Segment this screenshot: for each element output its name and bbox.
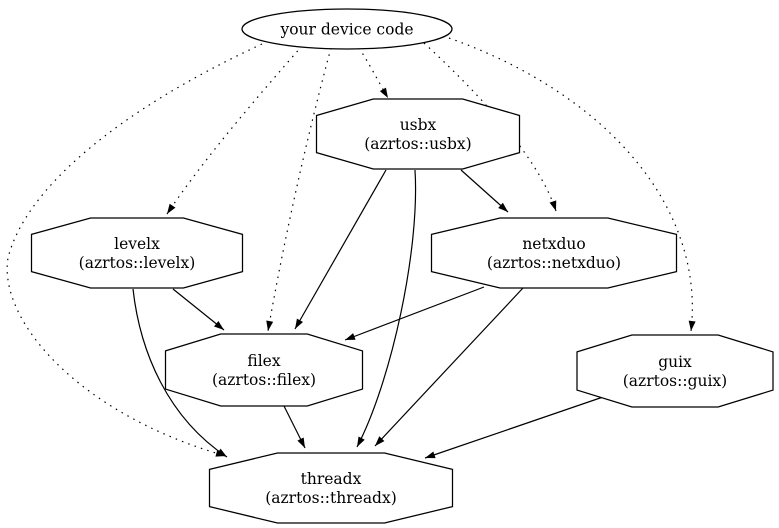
edge-usbx-to-threadx — [356, 169, 417, 448]
edge-your-device-code-to-guix — [448, 37, 696, 332]
node-filex-label-line2: (azrtos::filex) — [212, 371, 316, 389]
edge-netxduo-to-filex — [344, 286, 485, 341]
node-threadx-label-line2: (azrtos::threadx) — [265, 489, 397, 507]
node-guix-label-line1: guix — [658, 353, 692, 371]
node-guix: guix(azrtos::guix) — [576, 334, 774, 408]
edge-levelx-to-threadx — [132, 288, 228, 458]
node-levelx-label-line2: (azrtos::levelx) — [79, 254, 196, 272]
edge-usbx-to-filex — [294, 169, 387, 330]
node-levelx-octagon — [30, 217, 244, 289]
node-netxduo-label-line2: (azrtos::netxduo) — [487, 254, 621, 272]
node-levelx: levelx(azrtos::levelx) — [30, 217, 244, 289]
node-filex: filex(azrtos::filex) — [164, 333, 364, 407]
node-netxduo-octagon — [430, 217, 678, 289]
edge-your-device-code-to-usbx — [358, 47, 389, 99]
node-your-device-code: your device code — [241, 8, 453, 50]
node-threadx-octagon — [208, 452, 454, 524]
node-filex-label-line1: filex — [247, 352, 280, 370]
edge-your-device-code-to-filex — [266, 47, 332, 332]
node-your-device-code-ellipse — [241, 8, 453, 50]
node-netxduo: netxduo(azrtos::netxduo) — [430, 217, 678, 289]
node-levelx-label-line1: levelx — [114, 235, 160, 253]
edge-usbx-to-netxduo — [460, 169, 509, 213]
node-threadx: threadx(azrtos::threadx) — [208, 452, 454, 524]
node-usbx-octagon — [315, 98, 521, 170]
edge-your-device-code-to-levelx — [166, 45, 303, 215]
node-usbx: usbx(azrtos::usbx) — [315, 98, 521, 170]
node-usbx-label-line1: usbx — [400, 116, 437, 134]
edge-netxduo-to-threadx — [374, 287, 524, 447]
edge-levelx-to-filex — [172, 288, 225, 331]
node-usbx-label-line2: (azrtos::usbx) — [364, 135, 471, 153]
node-your-device-code-label-line1: your device code — [279, 21, 413, 39]
edge-guix-to-threadx — [424, 396, 604, 459]
node-guix-octagon — [576, 334, 774, 408]
node-netxduo-label-line1: netxduo — [522, 235, 585, 253]
node-guix-label-line2: (azrtos::guix) — [623, 372, 727, 390]
edge-filex-to-threadx — [283, 405, 306, 449]
node-filex-octagon — [164, 333, 364, 407]
node-threadx-label-line1: threadx — [301, 470, 362, 488]
